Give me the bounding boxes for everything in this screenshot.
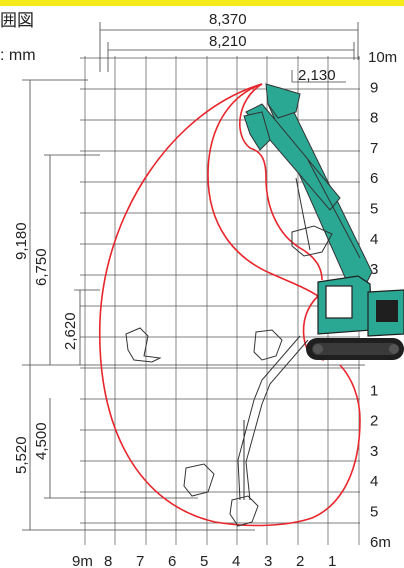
arm [245, 103, 341, 211]
bottom-axis-labels: 9m 8 7 6 5 4 3 2 1 [72, 553, 336, 568]
dim-stroke-height: 2,620 [62, 312, 79, 350]
bottom-axis-label: 8 [104, 553, 112, 568]
bucket-left-ground [125, 327, 162, 363]
top-bucket [265, 83, 301, 119]
unit-label: : mm [0, 47, 36, 64]
middle-reach-curve [207, 83, 319, 297]
engine-hood [376, 300, 398, 322]
dim-max-height: 9,180 [13, 222, 30, 260]
dim-overall-width-1: 8,370 [209, 11, 247, 28]
bucket-icon [125, 327, 283, 527]
outer-reach-curve [98, 83, 361, 527]
bottom-axis-label: 1 [328, 553, 336, 568]
track-idler [313, 344, 323, 354]
right-axis-label: 9 [370, 79, 378, 96]
bottom-axis-label: 7 [136, 553, 144, 568]
boom-cylinder [307, 159, 361, 259]
dim-overall-width-2: 8,210 [209, 33, 247, 50]
right-axis-label: 5 [370, 504, 378, 521]
right-axis-label: 5 [370, 201, 378, 218]
bottom-axis-label: 9m [72, 553, 93, 568]
dim-top-offset: 2,130 [298, 67, 336, 84]
right-axis-label: 6m [370, 534, 391, 551]
bucket-depth-left [183, 463, 215, 497]
arm-bucket [243, 111, 271, 151]
right-axis-label: 8 [370, 110, 378, 127]
bucket-center-ground [253, 329, 283, 361]
inner-reach-curve [239, 83, 323, 281]
dim-max-depth: 5,520 [13, 436, 30, 474]
right-axis-label: 7 [370, 140, 378, 157]
bucket-outline-high [291, 225, 333, 257]
bucket-depth-bottom [229, 495, 259, 527]
digging-arm-outline [237, 335, 309, 501]
right-axis-label: 1 [370, 382, 378, 399]
track-inner [312, 343, 398, 355]
bottom-axis-label: 4 [232, 553, 240, 568]
bottom-axis-label: 3 [264, 553, 272, 568]
right-axis-label: 6 [370, 170, 378, 187]
dimension-lines [22, 22, 365, 531]
cab-window [325, 285, 353, 319]
header-accent-bar [0, 0, 404, 6]
right-axis-label: 2 [370, 413, 378, 430]
excavator-icon [243, 83, 404, 360]
bottom-axis-label: 2 [296, 553, 304, 568]
bottom-axis-label: 5 [200, 553, 208, 568]
bottom-axis-label: 6 [168, 553, 176, 568]
right-axis-label: 4 [370, 231, 378, 248]
dim-dump-height: 6,750 [33, 248, 50, 286]
arm-cylinder [295, 177, 311, 251]
reach-envelope [98, 83, 361, 527]
right-axis-label: 10m [368, 49, 397, 66]
right-axis-label: 4 [370, 473, 378, 490]
right-axis-label: 3 [370, 261, 378, 278]
right-axis-label: 3 [370, 443, 378, 460]
dim-wall-depth: 4,500 [33, 422, 50, 460]
track-sprocket [389, 344, 399, 354]
diagram-title-fragment: 囲図 [0, 11, 34, 30]
